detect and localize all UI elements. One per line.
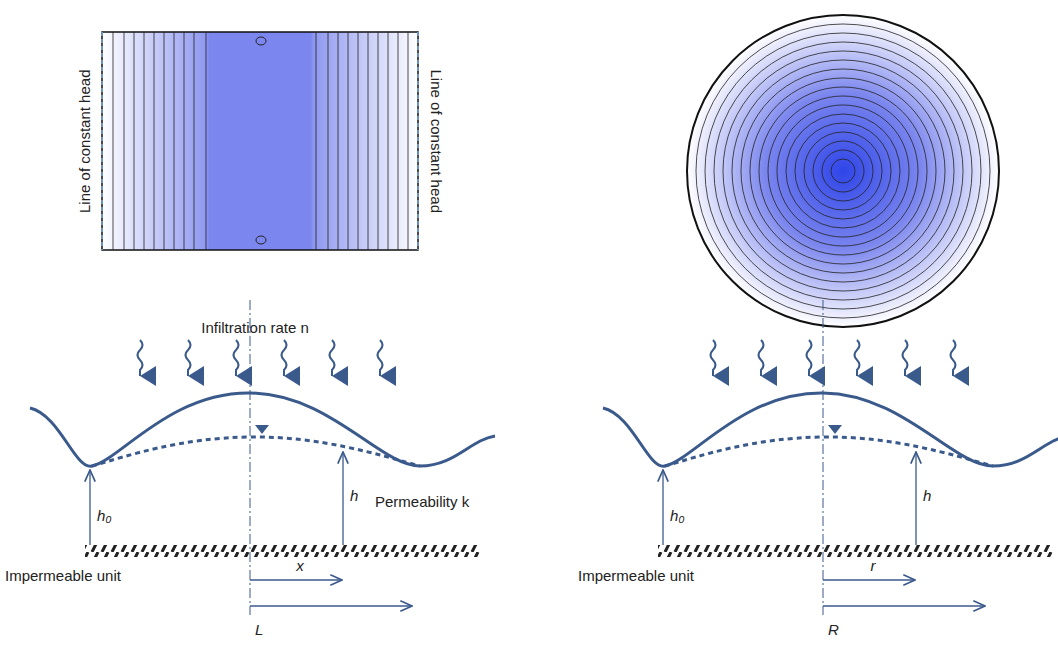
rain-arrow — [186, 340, 191, 376]
layer-label: Impermeable unit — [5, 568, 121, 585]
infiltration-arrows — [138, 340, 956, 376]
rain-arrow — [234, 340, 239, 376]
contour-line — [368, 32, 369, 250]
rain-arrow — [378, 340, 383, 376]
dimension-label: h — [350, 488, 358, 505]
dimension-label: L — [255, 622, 263, 639]
contour-line — [113, 32, 114, 250]
dimension-label: h₀ — [97, 508, 112, 525]
contour-ring — [723, 51, 963, 291]
contour-ring — [705, 33, 981, 309]
contour-line — [358, 32, 359, 250]
rain-arrow — [711, 340, 716, 376]
dimension-label: h₀ — [670, 508, 685, 525]
contour-line — [134, 32, 135, 250]
infiltration-label: Infiltration rate n — [201, 320, 309, 337]
contour-ring — [759, 87, 927, 255]
contour-line — [124, 32, 125, 250]
contour-line — [184, 32, 185, 250]
axis-label: Line of constant head — [428, 69, 445, 212]
contour-line — [408, 32, 409, 250]
rain-arrow — [330, 340, 335, 376]
rain-arrow — [951, 340, 956, 376]
contour-ring — [696, 24, 990, 318]
rain-arrow — [282, 340, 287, 376]
contour-ring — [831, 159, 855, 183]
rain-arrow — [855, 340, 860, 376]
contour-line — [348, 32, 349, 250]
contour-ring — [732, 60, 954, 282]
head-contours — [696, 24, 990, 318]
rain-arrow — [138, 340, 143, 376]
contour-line — [316, 32, 317, 250]
contour-ring — [813, 141, 873, 201]
contour-line — [388, 32, 389, 250]
contour-line — [144, 32, 145, 250]
rain-arrow — [759, 340, 764, 376]
contour-ring — [768, 96, 918, 246]
layer-label: Impermeable unit — [578, 568, 694, 585]
dimension-label: x — [296, 558, 304, 575]
axis-label: Line of constant head — [78, 69, 95, 212]
contour-line — [164, 32, 165, 250]
contour-ring — [822, 150, 864, 192]
contour-ring — [795, 123, 891, 219]
contour-ring — [777, 105, 909, 237]
head-contours — [113, 32, 408, 250]
contour-line — [194, 32, 195, 250]
contour-ring — [714, 42, 972, 300]
dimension-label: h — [923, 488, 931, 505]
contour-line — [154, 32, 155, 250]
contour-line — [174, 32, 175, 250]
dimension-label: R — [828, 622, 839, 639]
rain-arrow — [903, 340, 908, 376]
contour-line — [398, 32, 399, 250]
contour-line — [338, 32, 339, 250]
dimension-label: r — [871, 558, 876, 575]
material-label: Permeability k — [375, 494, 469, 511]
contour-ring — [804, 132, 882, 210]
contour-ring — [786, 114, 900, 228]
contour-line — [378, 32, 379, 250]
contour-ring — [741, 69, 945, 273]
contour-ring — [750, 78, 936, 264]
contour-line — [206, 32, 207, 250]
rain-arrow — [807, 340, 812, 376]
contour-line — [328, 32, 329, 250]
